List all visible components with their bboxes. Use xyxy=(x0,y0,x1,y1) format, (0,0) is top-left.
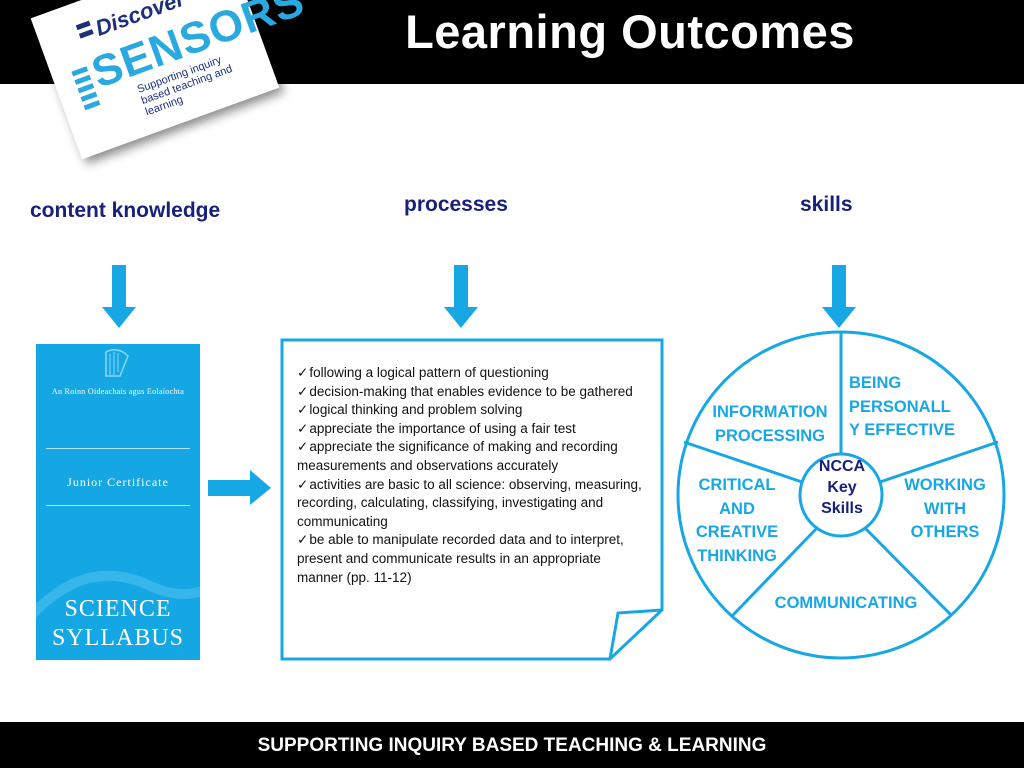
process-item: logical thinking and problem solving xyxy=(297,401,642,420)
key-skills-hub: NCCA Key Skills xyxy=(800,456,884,519)
down-arrow-icon xyxy=(102,265,136,328)
cover-swoosh-decoration xyxy=(36,570,200,618)
cover-divider xyxy=(46,505,190,506)
skill-label-line: BEING xyxy=(849,374,902,392)
skill-label-line: WORKING xyxy=(904,476,986,494)
skill-information-processing: INFORMATION PROCESSING xyxy=(696,401,844,448)
process-item: appreciate the importance of using a fai… xyxy=(297,420,642,439)
skill-label-line: PERSONALL xyxy=(849,397,951,416)
logo-bars-icon xyxy=(71,20,101,111)
right-arrow-icon xyxy=(208,470,271,505)
heading-content-knowledge: content knowledge xyxy=(30,199,221,222)
footer-bar xyxy=(0,722,1024,768)
process-item: appreciate the significance of making an… xyxy=(297,438,642,475)
skill-working-with-others: WORKING WITH OTHERS xyxy=(891,474,999,545)
harp-icon xyxy=(105,349,129,377)
skill-label-line: PROCESSING xyxy=(714,426,826,445)
heading-skills: skills xyxy=(800,193,853,216)
syllabus-cover-image: An Roinn Oideachais agus Eolaíochta Juni… xyxy=(36,344,200,660)
skill-label-line: WITH xyxy=(923,499,967,518)
skill-being-personally-effective: BEING PERSONALL Y EFFECTIVE xyxy=(849,372,979,443)
skill-label-line: CRITICAL xyxy=(698,476,776,494)
skill-label-line: OTHERS xyxy=(910,523,980,541)
cover-title-line: SYLLABUS xyxy=(51,625,185,651)
process-item: following a logical pattern of questioni… xyxy=(297,364,642,383)
heading-processes: processes xyxy=(404,193,508,216)
hub-label-line: NCCA xyxy=(818,458,866,475)
hub-label-line: Key xyxy=(827,479,857,496)
down-arrow-icon xyxy=(822,265,856,328)
skill-label-line: Y EFFECTIVE xyxy=(849,421,956,439)
skill-label-line: INFORMATION xyxy=(712,403,828,421)
processes-list: following a logical pattern of questioni… xyxy=(297,364,642,587)
process-item: activities are basic to all science: obs… xyxy=(297,476,642,532)
down-arrow-icon xyxy=(444,265,478,328)
cover-department: An Roinn Oideachais agus Eolaíochta xyxy=(51,387,185,396)
skill-label-line: THINKING xyxy=(697,546,777,565)
skill-label-line: AND xyxy=(719,499,755,518)
skill-label-line: COMMUNICATING xyxy=(774,594,918,612)
logo: Discover SENSORS Supporting inquiry base… xyxy=(30,0,311,160)
hub-label-line: Skills xyxy=(821,500,863,517)
cover-title: SCIENCE SYLLABUS xyxy=(36,595,200,653)
footer-text: SUPPORTING INQUIRY BASED TEACHING & LEAR… xyxy=(257,735,767,756)
cover-title-line: SCIENCE xyxy=(64,596,172,622)
cover-divider xyxy=(46,448,190,449)
skill-critical-creative-thinking: CRITICAL AND CREATIVE THINKING xyxy=(682,474,792,568)
page-title: Learning Outcomes xyxy=(405,5,855,58)
cover-series: Junior Certificate xyxy=(67,475,169,489)
key-skills-wheel xyxy=(676,330,1006,660)
skill-communicating: COMMUNICATING xyxy=(746,592,946,616)
skill-label-line: CREATIVE xyxy=(695,523,779,541)
process-item: be able to manipulate recorded data and … xyxy=(297,531,642,587)
process-item: decision-making that enables evidence to… xyxy=(297,383,642,402)
